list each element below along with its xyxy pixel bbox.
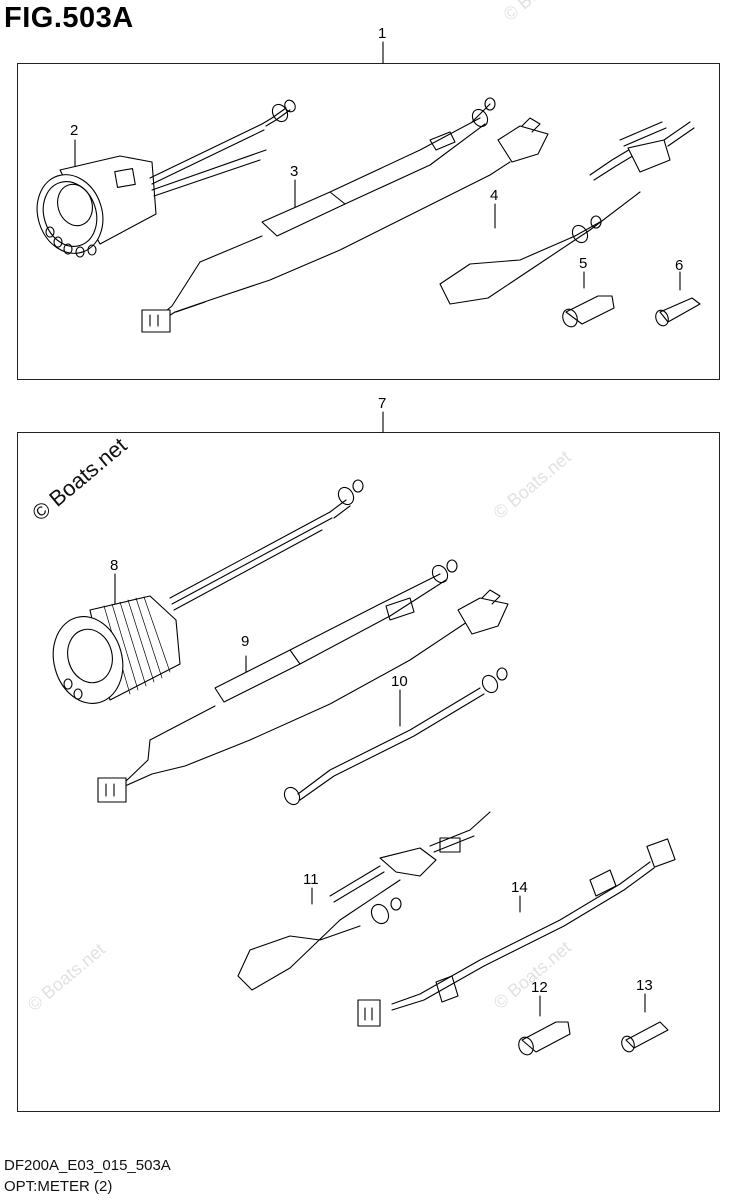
callout-1: 1 (378, 25, 386, 42)
callout-5: 5 (579, 255, 587, 272)
svg-text:© Boats.net: © Boats.net (500, 0, 585, 25)
callout-4: 4 (490, 187, 498, 204)
part-2-gauge (36, 99, 296, 258)
watermark-main: © Boats.net (27, 433, 131, 526)
callout-8: 8 (110, 557, 118, 574)
callout-3: 3 (290, 163, 298, 180)
callout-14: 14 (511, 879, 528, 896)
assembly-panel-1 (17, 63, 720, 380)
figure-title: FIG.503A (4, 2, 134, 34)
part-14-harness (357, 838, 676, 1027)
callout-10: 10 (391, 673, 408, 690)
callout-11: 11 (303, 871, 319, 888)
part-12-connector (518, 995, 571, 1056)
part-8-gauge (52, 479, 364, 704)
callout-13: 13 (636, 977, 653, 994)
part-9-harness (97, 559, 509, 803)
callout-7: 7 (378, 395, 386, 412)
callout-6: 6 (675, 257, 683, 274)
drawing-code: DF200A_E03_015_503A (4, 1157, 171, 1174)
part-10-cable (283, 667, 508, 806)
part-11-cable (237, 811, 491, 991)
callout-12: 12 (531, 979, 548, 996)
part-4-cable (439, 121, 695, 305)
part-13-connector (621, 993, 669, 1053)
svg-text:© Boats.net: © Boats.net (490, 447, 575, 523)
drawing-name: OPT:METER (2) (4, 1178, 113, 1195)
svg-text:© Boats.net: © Boats.net (24, 939, 109, 1015)
part-5-connector (562, 271, 615, 328)
callout-2: 2 (70, 122, 78, 139)
assembly-panel-7 (17, 432, 720, 1112)
part-3-harness (141, 97, 549, 333)
callout-9: 9 (241, 633, 249, 650)
part-6-connector (655, 271, 701, 327)
